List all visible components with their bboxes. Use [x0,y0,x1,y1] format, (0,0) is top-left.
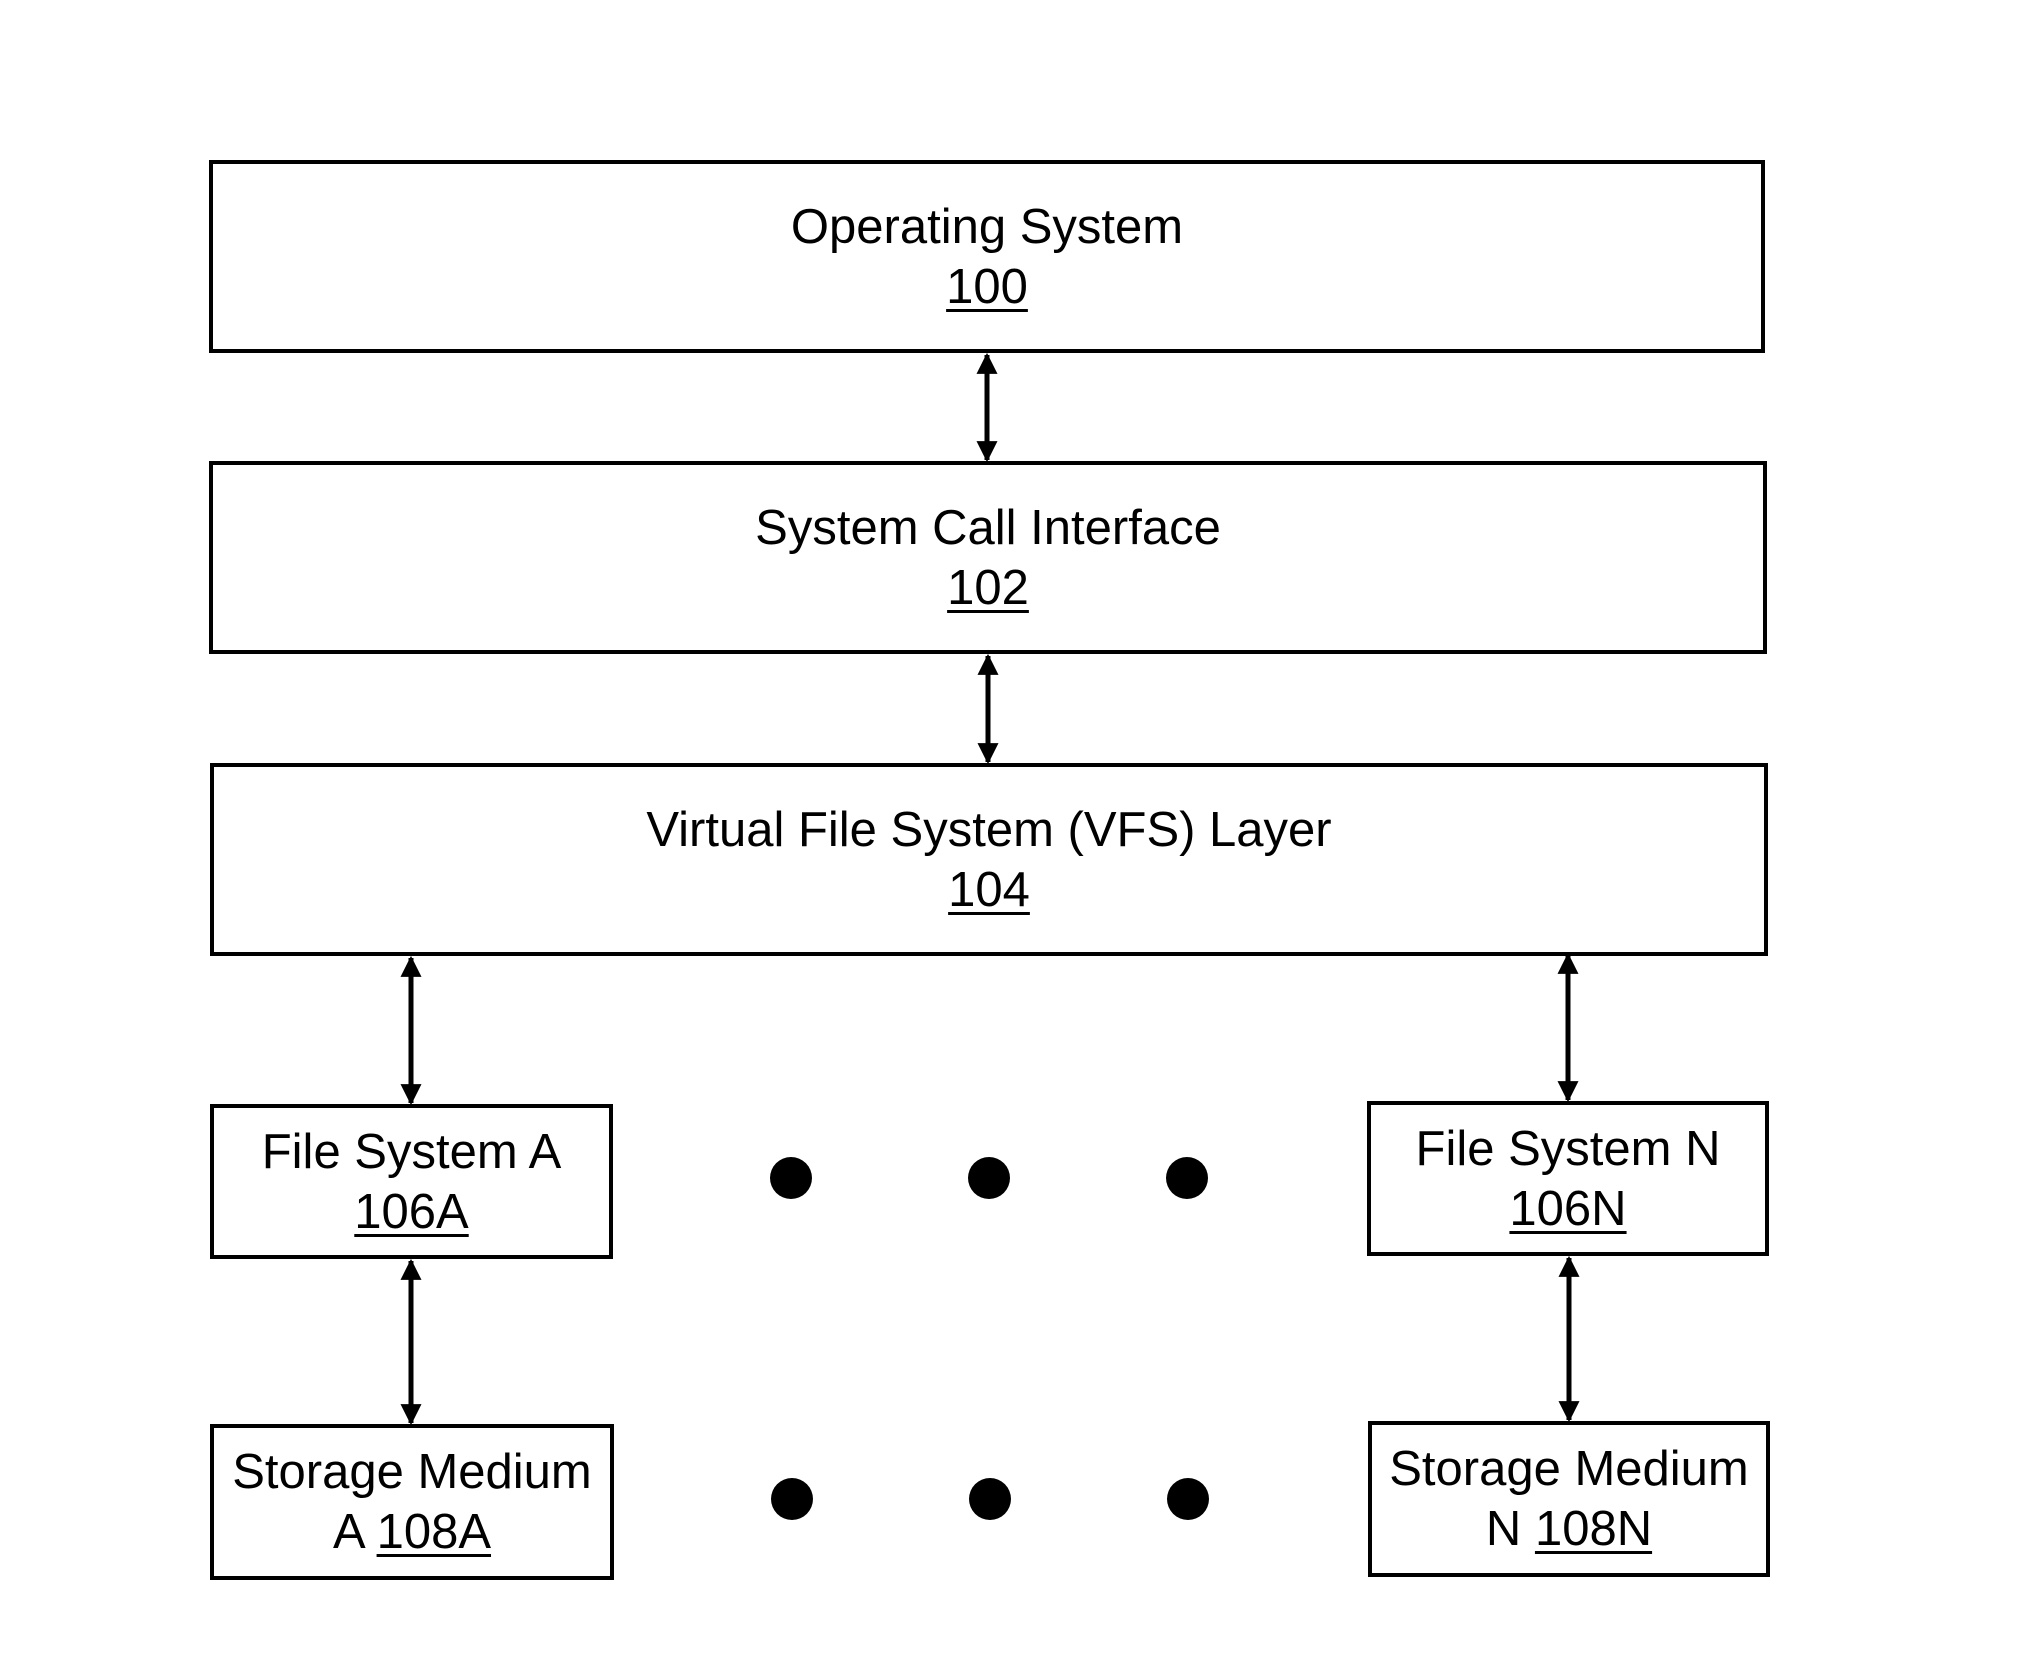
storage-medium-a-box: Storage Medium A 108A [210,1424,614,1580]
storage-medium-n-letter: N [1486,1502,1521,1556]
file-system-a-box: File System A 106A [210,1104,613,1259]
storage-medium-a-letter: A [333,1505,363,1559]
ellipsis-dot [969,1478,1011,1520]
file-system-n-ref: 106N [1509,1179,1626,1239]
vfs-layer-box: Virtual File System (VFS) Layer 104 [210,763,1768,956]
operating-system-label: Operating System [791,197,1183,257]
storage-medium-n-label-line1: Storage Medium [1389,1439,1749,1499]
system-call-interface-ref: 102 [947,558,1029,618]
storage-medium-n-label-line2: N 108N [1486,1499,1652,1559]
operating-system-box: Operating System 100 [209,160,1765,353]
file-system-n-box: File System N 106N [1367,1101,1769,1256]
storage-medium-a-label-line1: Storage Medium [232,1442,592,1502]
ellipsis-dot [968,1157,1010,1199]
file-system-n-label: File System N [1416,1119,1721,1179]
storage-medium-a-ref: 108A [377,1505,491,1559]
storage-medium-n-box: Storage Medium N 108N [1368,1421,1770,1577]
vfs-layer-ref: 104 [948,860,1030,920]
system-call-interface-box: System Call Interface 102 [209,461,1767,654]
vfs-layer-label: Virtual File System (VFS) Layer [646,800,1331,860]
ellipsis-dot [1167,1478,1209,1520]
ellipsis-dot [770,1157,812,1199]
ellipsis-dot [1166,1157,1208,1199]
ellipsis-dot [771,1478,813,1520]
storage-medium-a-label-line2: A 108A [333,1502,491,1562]
storage-medium-n-ref: 108N [1535,1502,1652,1556]
system-call-interface-label: System Call Interface [755,498,1221,558]
file-system-a-ref: 106A [354,1182,468,1242]
operating-system-ref: 100 [946,257,1028,317]
file-system-a-label: File System A [262,1122,562,1182]
